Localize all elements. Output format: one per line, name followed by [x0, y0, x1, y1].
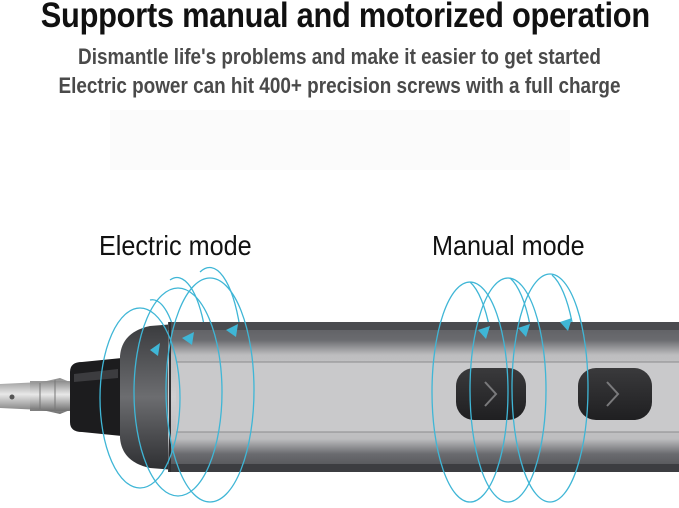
chevron-right-icon — [606, 381, 620, 407]
headline: Supports manual and motorized operation — [40, 0, 650, 35]
chevron-right-icon — [484, 381, 498, 407]
manual-rotation-rings-front — [431, 273, 589, 503]
electric-rotation-rings-front — [99, 277, 255, 503]
forward-button[interactable] — [578, 368, 652, 420]
screwdriver-collar — [70, 358, 122, 436]
reverse-button[interactable] — [456, 368, 526, 420]
manual-rotation-rings-back — [469, 274, 573, 331]
screwdriver-cap — [120, 324, 175, 470]
rotation-arrow-icon — [478, 318, 572, 339]
rotation-arrow-icon — [150, 324, 238, 356]
subtitle-line-2: Electric power can hit 400+ precision sc… — [58, 73, 621, 98]
subtitle-line-1: Dismantle life's problems and make it ea… — [78, 44, 601, 69]
background-smudge — [110, 110, 570, 170]
manual-mode-label: Manual mode — [432, 230, 585, 261]
electric-mode-label: Electric mode — [99, 230, 252, 261]
screwdriver-bit — [0, 378, 70, 414]
